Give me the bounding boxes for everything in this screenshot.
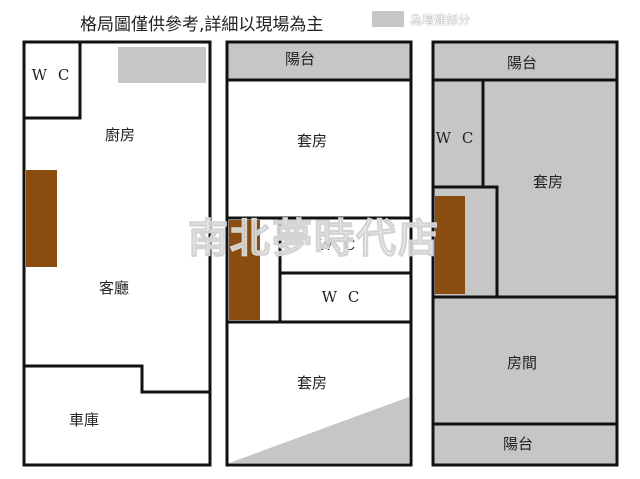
legend-label-extension: 為增建部分 <box>410 13 471 27</box>
floor-2-extension-wedge <box>229 397 409 463</box>
floor-3-balcony-bottom-label: 陽台 <box>503 435 533 453</box>
floor-3-wc-label: W C <box>436 129 477 147</box>
floor-1-garage-label: 車庫 <box>69 411 99 429</box>
floor-3 <box>431 40 619 467</box>
floor-1-kitchen-label: 廚房 <box>105 126 135 144</box>
floor-1-stairs <box>26 170 57 267</box>
floor-3-stairs <box>435 196 465 294</box>
floor-1-wc <box>22 40 82 120</box>
floor-2-suite-top-label: 套房 <box>297 132 327 150</box>
floor-2-suite-top <box>225 78 413 220</box>
floor-2-wc-upper-label: W C <box>318 236 359 254</box>
floor-1-living-room-label: 客廳 <box>99 279 129 297</box>
disclaimer-note: 格局圖僅供參考,詳細以現場為主 <box>80 15 324 35</box>
floor-3-balcony-top-label: 陽台 <box>507 54 537 72</box>
floor-2-balcony-label: 陽台 <box>285 50 315 68</box>
floor-3-room-label: 房間 <box>507 354 537 372</box>
floor-1 <box>22 40 212 467</box>
floor-3-suite-label: 套房 <box>533 173 563 191</box>
floor-2-wc-lower <box>278 271 413 324</box>
floor-1-extension-area <box>118 47 206 83</box>
floor-2-suite-bottom-label: 套房 <box>297 374 327 392</box>
floor-2-wc-lower-label: W C <box>322 288 363 306</box>
agency-watermark: 南北夢時代店 <box>188 216 440 262</box>
legend-swatch-extension <box>372 11 404 27</box>
floor-2-stairs <box>229 220 260 320</box>
floor-1-garage-wall <box>24 364 210 394</box>
floor-1-wc-label: W C <box>32 66 73 84</box>
floor-2-wc-upper <box>278 216 413 275</box>
floor-2 <box>225 40 413 467</box>
floor-2-balcony <box>225 40 413 82</box>
